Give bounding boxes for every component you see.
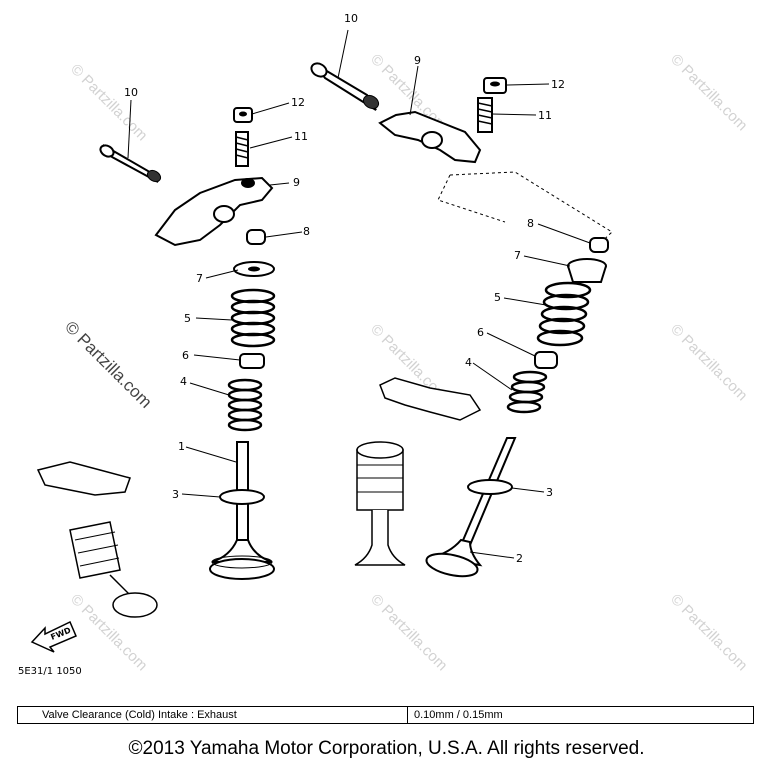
callout-9-left: 9 bbox=[293, 176, 300, 189]
callout-4-right: 4 bbox=[465, 356, 472, 369]
watermark: © Partzilla.com bbox=[667, 321, 750, 404]
outer-spring-right bbox=[536, 281, 592, 347]
callout-6-right: 6 bbox=[477, 326, 484, 339]
callout-11-left: 11 bbox=[294, 130, 308, 143]
part-code: 5E31/1 1050 bbox=[18, 666, 82, 677]
callout-6-left: 6 bbox=[182, 349, 189, 362]
callout-2-right: 2 bbox=[516, 552, 523, 565]
locknut-right bbox=[483, 77, 507, 94]
callout-9-right: 9 bbox=[414, 54, 421, 67]
forward-arrow-icon: FWD bbox=[30, 620, 77, 653]
rocker-shaft-right bbox=[310, 62, 380, 111]
callout-5-right: 5 bbox=[494, 291, 501, 304]
spring-retainer-right bbox=[567, 258, 607, 283]
callout-7-left: 7 bbox=[196, 272, 203, 285]
spring-seat-right bbox=[534, 351, 558, 369]
inner-spring-right bbox=[506, 370, 548, 414]
callout-12-right: 12 bbox=[551, 78, 565, 91]
callout-12-left: 12 bbox=[291, 96, 305, 109]
inner-spring-left bbox=[227, 378, 263, 432]
callout-4-left: 4 bbox=[180, 375, 187, 388]
adjusting-screw-left bbox=[235, 131, 249, 167]
valve-cotter-left bbox=[246, 229, 266, 245]
callout-10-top: 10 bbox=[344, 12, 358, 25]
callout-3-left: 3 bbox=[172, 488, 179, 501]
valve-clearance-label: Valve Clearance (Cold) Intake : Exhaust bbox=[18, 707, 408, 723]
watermark: © Partzilla.com bbox=[667, 591, 750, 674]
leader-lines bbox=[127, 29, 591, 559]
rocker-arm-left bbox=[154, 176, 274, 247]
outer-spring-left bbox=[230, 288, 276, 350]
callout-11-right: 11 bbox=[538, 109, 552, 122]
valve-cotter-right bbox=[589, 237, 609, 253]
valve-clearance-value: 0.10mm / 0.15mm bbox=[414, 709, 503, 721]
watermark-primary: © Partzilla.com bbox=[61, 317, 155, 411]
copyright-notice: ©2013 Yamaha Motor Corporation, U.S.A. A… bbox=[128, 738, 645, 759]
engine-context-sketch-center bbox=[354, 377, 482, 566]
callout-5-left: 5 bbox=[184, 312, 191, 325]
engine-context-sketch-left bbox=[36, 461, 158, 618]
adjusting-screw-right bbox=[477, 97, 493, 133]
exhaust-valve-right bbox=[425, 437, 517, 578]
rocker-shaft-left bbox=[99, 144, 162, 183]
watermark: © Partzilla.com bbox=[67, 61, 150, 144]
callouts: 10 10 12 11 9 8 7 5 6 4 1 3 9 12 11 8 7 … bbox=[124, 12, 565, 565]
watermarks: © Partzilla.com © Partzilla.com © Partzi… bbox=[61, 51, 750, 674]
locknut-left bbox=[233, 107, 253, 123]
dashed-group-outline bbox=[437, 171, 613, 249]
rocker-arm-right bbox=[378, 110, 482, 164]
watermark: © Partzilla.com bbox=[367, 591, 450, 674]
intake-valve-left bbox=[209, 441, 275, 580]
spring-retainer-left bbox=[233, 261, 275, 277]
callout-8-left: 8 bbox=[303, 225, 310, 238]
callout-8-right: 8 bbox=[527, 217, 534, 230]
callout-7-right: 7 bbox=[514, 249, 521, 262]
callout-1-left: 1 bbox=[178, 440, 185, 453]
callout-3-right: 3 bbox=[546, 486, 553, 499]
spring-seat-left bbox=[239, 353, 265, 369]
callout-10-left: 10 bbox=[124, 86, 138, 99]
valve-parts-diagram: © Partzilla.com © Partzilla.com © Partzi… bbox=[18, 12, 751, 677]
watermark: © Partzilla.com bbox=[667, 51, 750, 134]
valve-clearance-table: Valve Clearance (Cold) Intake : Exhaust … bbox=[17, 706, 754, 724]
